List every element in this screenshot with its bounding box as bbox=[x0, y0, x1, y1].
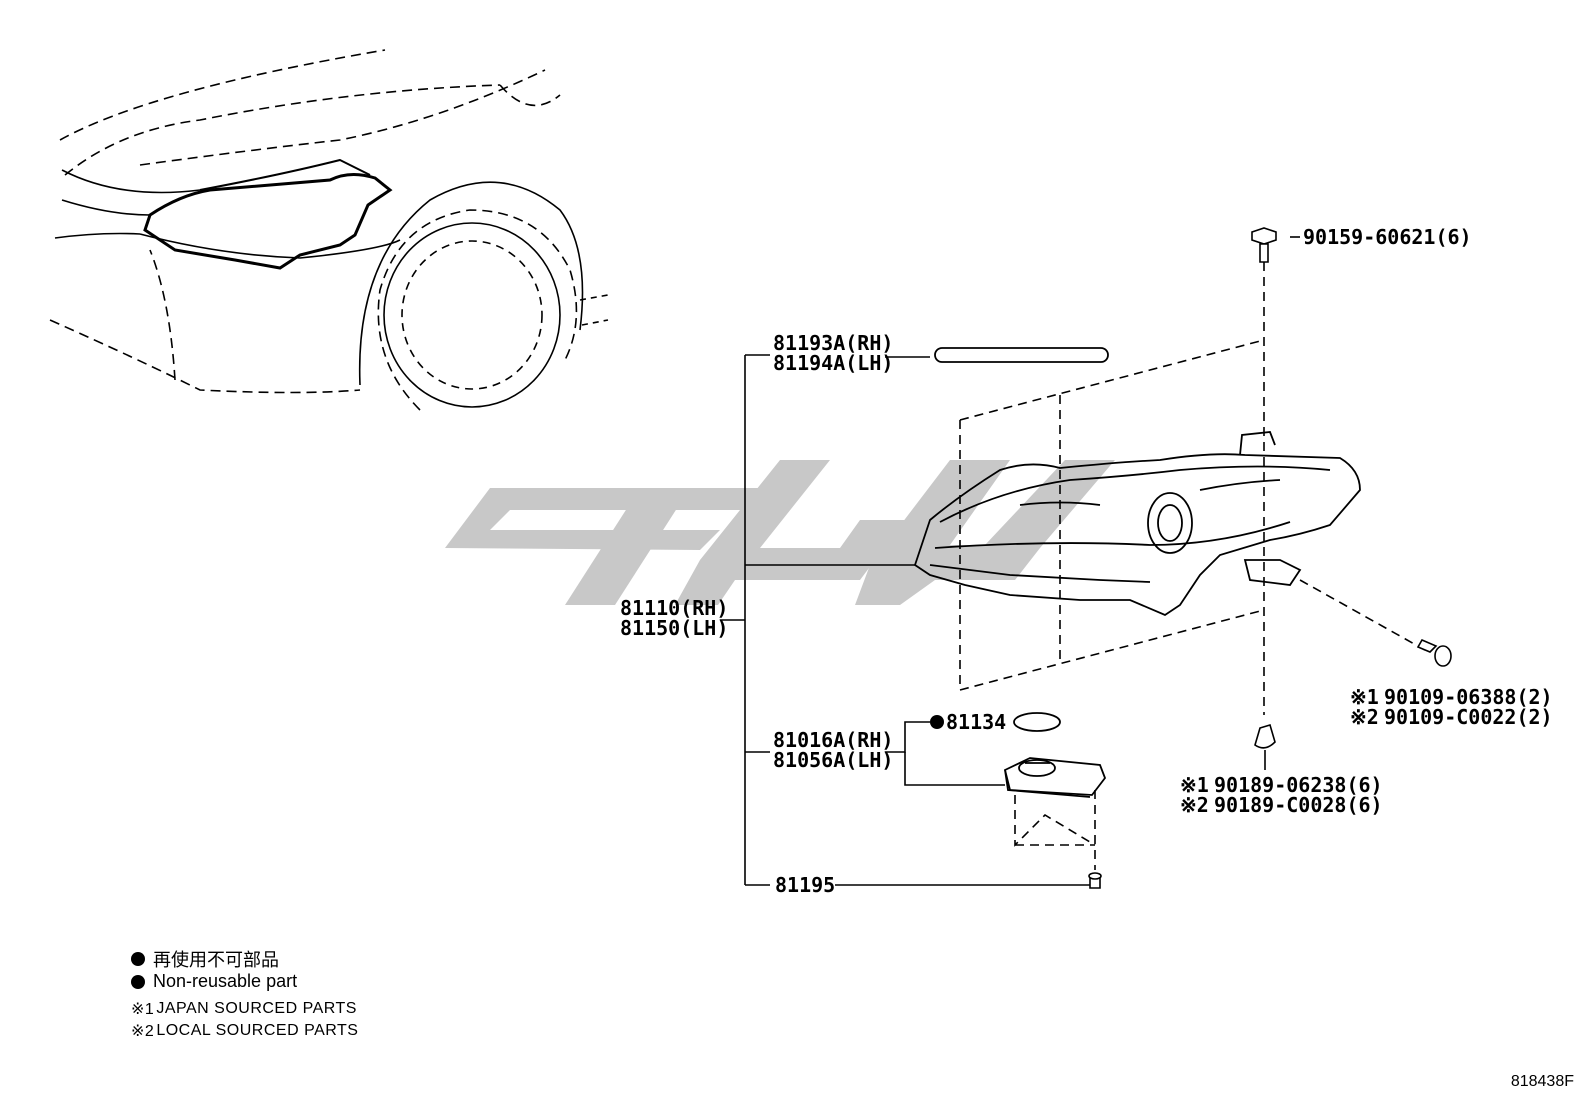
label-ref1-clip: ※1 bbox=[1180, 773, 1209, 797]
label-ref1-side: ※1 bbox=[1350, 685, 1379, 709]
label-clip-1: 90189-06238(6) bbox=[1214, 773, 1383, 797]
car-outline bbox=[49, 49, 609, 411]
label-ref2-clip: ※2 bbox=[1180, 793, 1209, 817]
legend-nonreusable-jp: 再使用不可部品 bbox=[131, 946, 279, 972]
leader-lines bbox=[720, 236, 1426, 886]
label-ref2-side: ※2 bbox=[1350, 705, 1379, 729]
part-labels: 90159-60621(6) 81193A(RH) 81194A(LH) 811… bbox=[620, 225, 1553, 897]
bolt-top-icon bbox=[1251, 227, 1277, 263]
legend-note-1-text: JAPAN SOURCED PARTS bbox=[156, 1000, 357, 1017]
legend-nonreusable-en: Non-reusable part bbox=[131, 971, 297, 992]
non-reusable-dot-icon bbox=[131, 974, 145, 989]
watermark-logo bbox=[445, 460, 1115, 605]
legend-note-1-mark: ※1 bbox=[131, 1001, 155, 1018]
label-headlamp-rh: 81110(RH) bbox=[620, 596, 728, 620]
clip-icon bbox=[1254, 724, 1276, 770]
label-hood-seal-lh: 81194A(LH) bbox=[773, 351, 893, 375]
label-bolt-top: 90159-60621(6) bbox=[1303, 225, 1472, 249]
label-oring: 81134 bbox=[946, 710, 1006, 734]
legend-note-2: ※2 LOCAL SOURCED PARTS bbox=[131, 1021, 358, 1041]
o-ring bbox=[1013, 712, 1061, 732]
legend-nonreusable-jp-text: 再使用不可部品 bbox=[153, 950, 279, 970]
label-computer-rh: 81016A(RH) bbox=[773, 728, 893, 752]
label-bolt-side-2: 90109-C0022(2) bbox=[1384, 705, 1553, 729]
legend-nonreusable-en-text: Non-reusable part bbox=[153, 971, 298, 991]
label-headlamp-lh: 81150(LH) bbox=[620, 616, 728, 640]
legend-note-2-text: LOCAL SOURCED PARTS bbox=[156, 1022, 359, 1039]
headlamp-assembly bbox=[913, 431, 1361, 617]
diagram-code: 818438F bbox=[1510, 1073, 1574, 1090]
bolt-side-icon bbox=[1416, 638, 1452, 667]
label-hood-seal-rh: 81193A(RH) bbox=[773, 331, 893, 355]
legend-note-1: ※1 JAPAN SOURCED PARTS bbox=[131, 999, 357, 1019]
screw-icon bbox=[1088, 872, 1102, 889]
headlamp-computer bbox=[1003, 757, 1107, 798]
label-bolt-side-1: 90109-06388(2) bbox=[1384, 685, 1553, 709]
label-clip-2: 90189-C0028(6) bbox=[1214, 793, 1383, 817]
hood-seal-strip bbox=[934, 347, 1109, 363]
legend-note-2-mark: ※2 bbox=[131, 1023, 155, 1040]
non-reusable-dot-icon bbox=[131, 952, 145, 966]
label-computer-lh: 81056A(LH) bbox=[773, 748, 893, 772]
non-reusable-dot-icon bbox=[930, 715, 944, 729]
label-screw-bottom: 81195 bbox=[775, 873, 835, 897]
